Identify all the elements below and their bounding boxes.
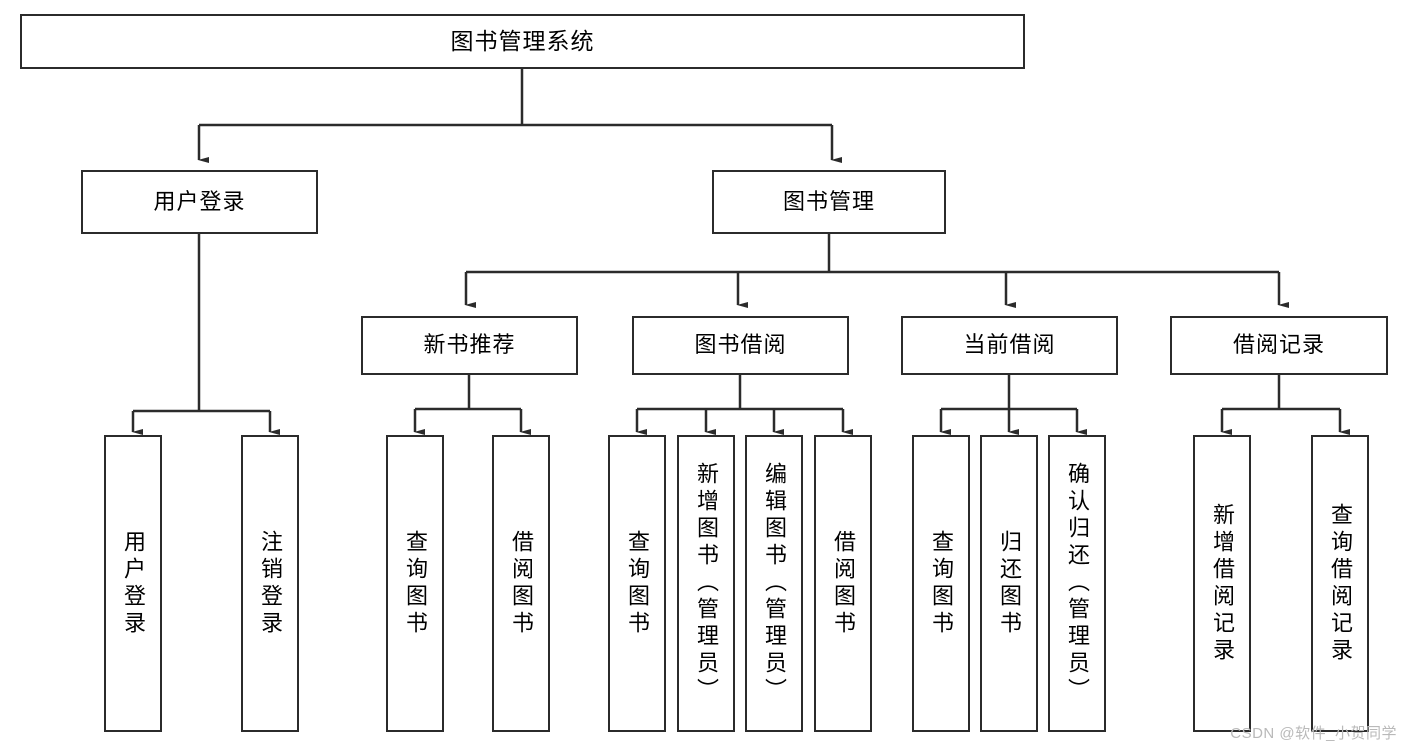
- node-root-book-management-system[interactable]: 图书管理系统: [20, 14, 1025, 69]
- node-book-management[interactable]: 图书管理: [712, 170, 946, 234]
- leaf-new-book-query[interactable]: 查询图书: [386, 435, 444, 732]
- node-label: 当前借阅: [963, 332, 1056, 358]
- leaf-new-book-borrow[interactable]: 借阅图书: [492, 435, 550, 732]
- node-label: 查询图书: [625, 529, 650, 638]
- node-book-borrow[interactable]: 图书借阅: [632, 316, 849, 375]
- node-label: 查询借阅记录: [1328, 502, 1353, 665]
- node-label: 用户登录: [153, 188, 246, 214]
- node-label: 新书推荐: [423, 332, 516, 358]
- leaf-user-login-login[interactable]: 用户登录: [104, 435, 162, 732]
- leaf-record-query-record[interactable]: 查询借阅记录: [1311, 435, 1369, 732]
- node-label: 查询图书: [929, 529, 954, 638]
- leaf-borrow-borrow-book[interactable]: 借阅图书: [814, 435, 872, 732]
- leaf-current-query-book[interactable]: 查询图书: [912, 435, 970, 732]
- node-label: 归还图书: [997, 529, 1022, 638]
- node-new-book-recommend[interactable]: 新书推荐: [361, 316, 578, 375]
- node-label: 借阅图书: [831, 529, 856, 638]
- node-label: 图书管理系统: [450, 27, 595, 54]
- node-borrow-record[interactable]: 借阅记录: [1170, 316, 1388, 375]
- leaf-borrow-query-book[interactable]: 查询图书: [608, 435, 666, 732]
- node-label: 确认归还（管理员）: [1065, 462, 1090, 705]
- node-label: 编辑图书（管理员）: [762, 462, 787, 705]
- node-label: 图书管理: [782, 188, 875, 214]
- node-label: 注销登录: [258, 529, 283, 638]
- leaf-record-add-record[interactable]: 新增借阅记录: [1193, 435, 1251, 732]
- node-label: 新增借阅记录: [1210, 502, 1235, 665]
- leaf-borrow-edit-book-admin[interactable]: 编辑图书（管理员）: [745, 435, 803, 732]
- node-label: 查询图书: [403, 529, 428, 638]
- node-label: 借阅记录: [1232, 332, 1325, 358]
- node-user-login[interactable]: 用户登录: [81, 170, 318, 234]
- node-label: 新增图书（管理员）: [694, 462, 719, 705]
- node-label: 借阅图书: [509, 529, 534, 638]
- node-label: 图书借阅: [694, 332, 787, 358]
- watermark-text: CSDN @软件_小贺同学: [1230, 725, 1397, 742]
- node-current-borrow[interactable]: 当前借阅: [901, 316, 1118, 375]
- leaf-user-login-logout[interactable]: 注销登录: [241, 435, 299, 732]
- leaf-borrow-add-book-admin[interactable]: 新增图书（管理员）: [677, 435, 735, 732]
- node-label: 用户登录: [121, 529, 146, 638]
- leaf-current-return-book[interactable]: 归还图书: [980, 435, 1038, 732]
- leaf-current-confirm-return-admin[interactable]: 确认归还（管理员）: [1048, 435, 1106, 732]
